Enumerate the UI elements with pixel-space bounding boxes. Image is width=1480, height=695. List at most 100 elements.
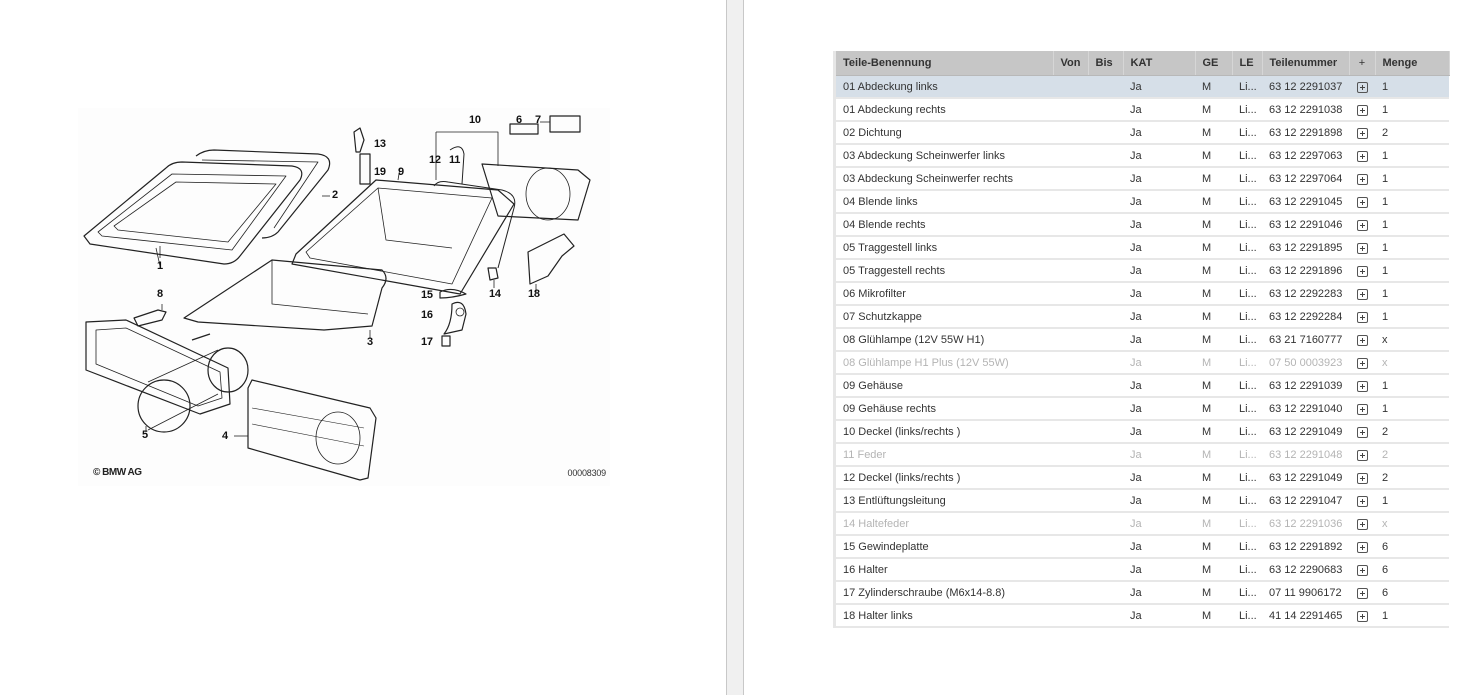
callout-4[interactable]: 4 <box>222 430 228 442</box>
add-to-cart-icon[interactable] <box>1356 104 1368 116</box>
table-row[interactable]: 16 Halter Ja M Li... 63 12 2290683 6 <box>836 558 1449 582</box>
cell-kat: Ja <box>1123 374 1195 398</box>
column-header-teile-benennung[interactable]: Teile-Benennung <box>836 51 1054 76</box>
add-to-cart-icon[interactable] <box>1356 564 1368 576</box>
table-row[interactable]: 18 Halter links Ja M Li... 41 14 2291465… <box>836 604 1449 628</box>
parts-diagram[interactable]: 1 2 3 4 5 6 7 8 9 10 11 12 13 14 15 16 1… <box>78 108 610 486</box>
column-header-teilenummer[interactable]: Teilenummer <box>1262 51 1350 76</box>
callout-9[interactable]: 9 <box>398 166 404 178</box>
cell-bis <box>1088 121 1123 145</box>
callout-15[interactable]: 15 <box>421 289 433 301</box>
add-to-cart-icon[interactable] <box>1356 472 1368 484</box>
cell-von <box>1053 466 1088 490</box>
callout-12[interactable]: 12 <box>429 154 441 166</box>
table-row[interactable]: 04 Blende rechts Ja M Li... 63 12 229104… <box>836 213 1449 237</box>
pane-splitter[interactable] <box>726 0 744 695</box>
table-row[interactable]: 04 Blende links Ja M Li... 63 12 2291045… <box>836 190 1449 214</box>
add-to-cart-icon[interactable] <box>1356 196 1368 208</box>
callout-3[interactable]: 3 <box>367 336 373 348</box>
table-row[interactable]: 15 Gewindeplatte Ja M Li... 63 12 229189… <box>836 535 1449 559</box>
table-row[interactable]: 01 Abdeckung rechts Ja M Li... 63 12 229… <box>836 98 1449 122</box>
column-header-von[interactable]: Von <box>1053 51 1089 76</box>
add-to-cart-icon[interactable] <box>1356 265 1368 277</box>
table-row[interactable]: 09 Gehäuse Ja M Li... 63 12 2291039 1 <box>836 374 1449 398</box>
cell-teilenummer: 63 12 2290683 <box>1262 558 1349 582</box>
add-to-cart-icon[interactable] <box>1356 357 1368 369</box>
add-to-cart-icon[interactable] <box>1356 449 1368 461</box>
column-header-le[interactable]: LE <box>1232 51 1263 76</box>
callout-10[interactable]: 10 <box>469 114 481 126</box>
add-to-cart-icon[interactable] <box>1356 380 1368 392</box>
add-to-cart-icon[interactable] <box>1356 311 1368 323</box>
table-row[interactable]: 11 Feder Ja M Li... 63 12 2291048 2 <box>836 443 1449 467</box>
cell-teilenummer: 63 12 2297064 <box>1262 167 1349 191</box>
cell-bis <box>1088 420 1123 444</box>
cell-bis <box>1088 98 1123 122</box>
callout-8[interactable]: 8 <box>157 288 163 300</box>
table-row[interactable]: 14 Haltefeder Ja M Li... 63 12 2291036 x <box>836 512 1449 536</box>
callout-6[interactable]: 6 <box>516 114 522 126</box>
column-header-add[interactable]: + <box>1349 51 1376 76</box>
add-to-cart-icon[interactable] <box>1356 426 1368 438</box>
table-row[interactable]: 07 Schutzkappe Ja M Li... 63 12 2292284 … <box>836 305 1449 329</box>
cell-bis <box>1088 144 1123 168</box>
add-to-cart-icon[interactable] <box>1356 127 1368 139</box>
cell-name: 08 Glühlampe H1 Plus (12V 55W) <box>836 351 1053 375</box>
callout-1[interactable]: 1 <box>157 260 163 272</box>
cell-name: 05 Traggestell links <box>836 236 1053 260</box>
table-row[interactable]: 01 Abdeckung links Ja M Li... 63 12 2291… <box>836 75 1449 99</box>
column-header-menge[interactable]: Menge <box>1375 51 1450 76</box>
cell-add <box>1349 213 1375 237</box>
add-to-cart-icon[interactable] <box>1356 334 1368 346</box>
callout-16[interactable]: 16 <box>421 309 433 321</box>
add-to-cart-icon[interactable] <box>1356 150 1368 162</box>
table-row[interactable]: 03 Abdeckung Scheinwerfer rechts Ja M Li… <box>836 167 1449 191</box>
cell-von <box>1053 420 1088 444</box>
table-row[interactable]: 05 Traggestell links Ja M Li... 63 12 22… <box>836 236 1449 260</box>
table-row[interactable]: 09 Gehäuse rechts Ja M Li... 63 12 22910… <box>836 397 1449 421</box>
cell-bis <box>1088 282 1123 306</box>
cell-ge: M <box>1195 489 1232 513</box>
table-row[interactable]: 13 Entlüftungsleitung Ja M Li... 63 12 2… <box>836 489 1449 513</box>
table-row[interactable]: 17 Zylinderschraube (M6x14-8.8) Ja M Li.… <box>836 581 1449 605</box>
callout-17[interactable]: 17 <box>421 336 433 348</box>
add-to-cart-icon[interactable] <box>1356 610 1368 622</box>
column-header-kat[interactable]: KAT <box>1123 51 1196 76</box>
add-to-cart-icon[interactable] <box>1356 173 1368 185</box>
table-row[interactable]: 05 Traggestell rechts Ja M Li... 63 12 2… <box>836 259 1449 283</box>
cell-von <box>1053 98 1088 122</box>
cell-name: 12 Deckel (links/rechts ) <box>836 466 1053 490</box>
add-to-cart-icon[interactable] <box>1356 495 1368 507</box>
table-row[interactable]: 06 Mikrofilter Ja M Li... 63 12 2292283 … <box>836 282 1449 306</box>
add-to-cart-icon[interactable] <box>1356 219 1368 231</box>
add-to-cart-icon[interactable] <box>1356 541 1368 553</box>
column-header-ge[interactable]: GE <box>1195 51 1233 76</box>
callout-19[interactable]: 19 <box>374 166 386 178</box>
callout-18[interactable]: 18 <box>528 288 540 300</box>
add-to-cart-icon[interactable] <box>1356 403 1368 415</box>
add-to-cart-icon[interactable] <box>1356 81 1368 93</box>
add-to-cart-icon[interactable] <box>1356 242 1368 254</box>
cell-add <box>1349 581 1375 605</box>
callout-14[interactable]: 14 <box>489 288 501 300</box>
table-row[interactable]: 02 Dichtung Ja M Li... 63 12 2291898 2 <box>836 121 1449 145</box>
callout-5[interactable]: 5 <box>142 429 148 441</box>
add-to-cart-icon[interactable] <box>1356 518 1368 530</box>
callout-2[interactable]: 2 <box>332 189 338 201</box>
table-row[interactable]: 03 Abdeckung Scheinwerfer links Ja M Li.… <box>836 144 1449 168</box>
cell-kat: Ja <box>1123 512 1195 536</box>
column-header-bis[interactable]: Bis <box>1088 51 1124 76</box>
table-row[interactable]: 08 Glühlampe H1 Plus (12V 55W) Ja M Li..… <box>836 351 1449 375</box>
table-row[interactable]: 10 Deckel (links/rechts ) Ja M Li... 63 … <box>836 420 1449 444</box>
cell-von <box>1053 443 1088 467</box>
table-row[interactable]: 12 Deckel (links/rechts ) Ja M Li... 63 … <box>836 466 1449 490</box>
callout-7[interactable]: 7 <box>535 114 541 126</box>
cell-bis <box>1088 604 1123 628</box>
cell-teilenummer: 63 21 7160777 <box>1262 328 1349 352</box>
callout-11[interactable]: 11 <box>449 154 461 166</box>
add-to-cart-icon[interactable] <box>1356 288 1368 300</box>
add-to-cart-icon[interactable] <box>1356 587 1368 599</box>
callout-13[interactable]: 13 <box>374 138 386 150</box>
cell-menge: 6 <box>1375 581 1449 605</box>
table-row[interactable]: 08 Glühlampe (12V 55W H1) Ja M Li... 63 … <box>836 328 1449 352</box>
